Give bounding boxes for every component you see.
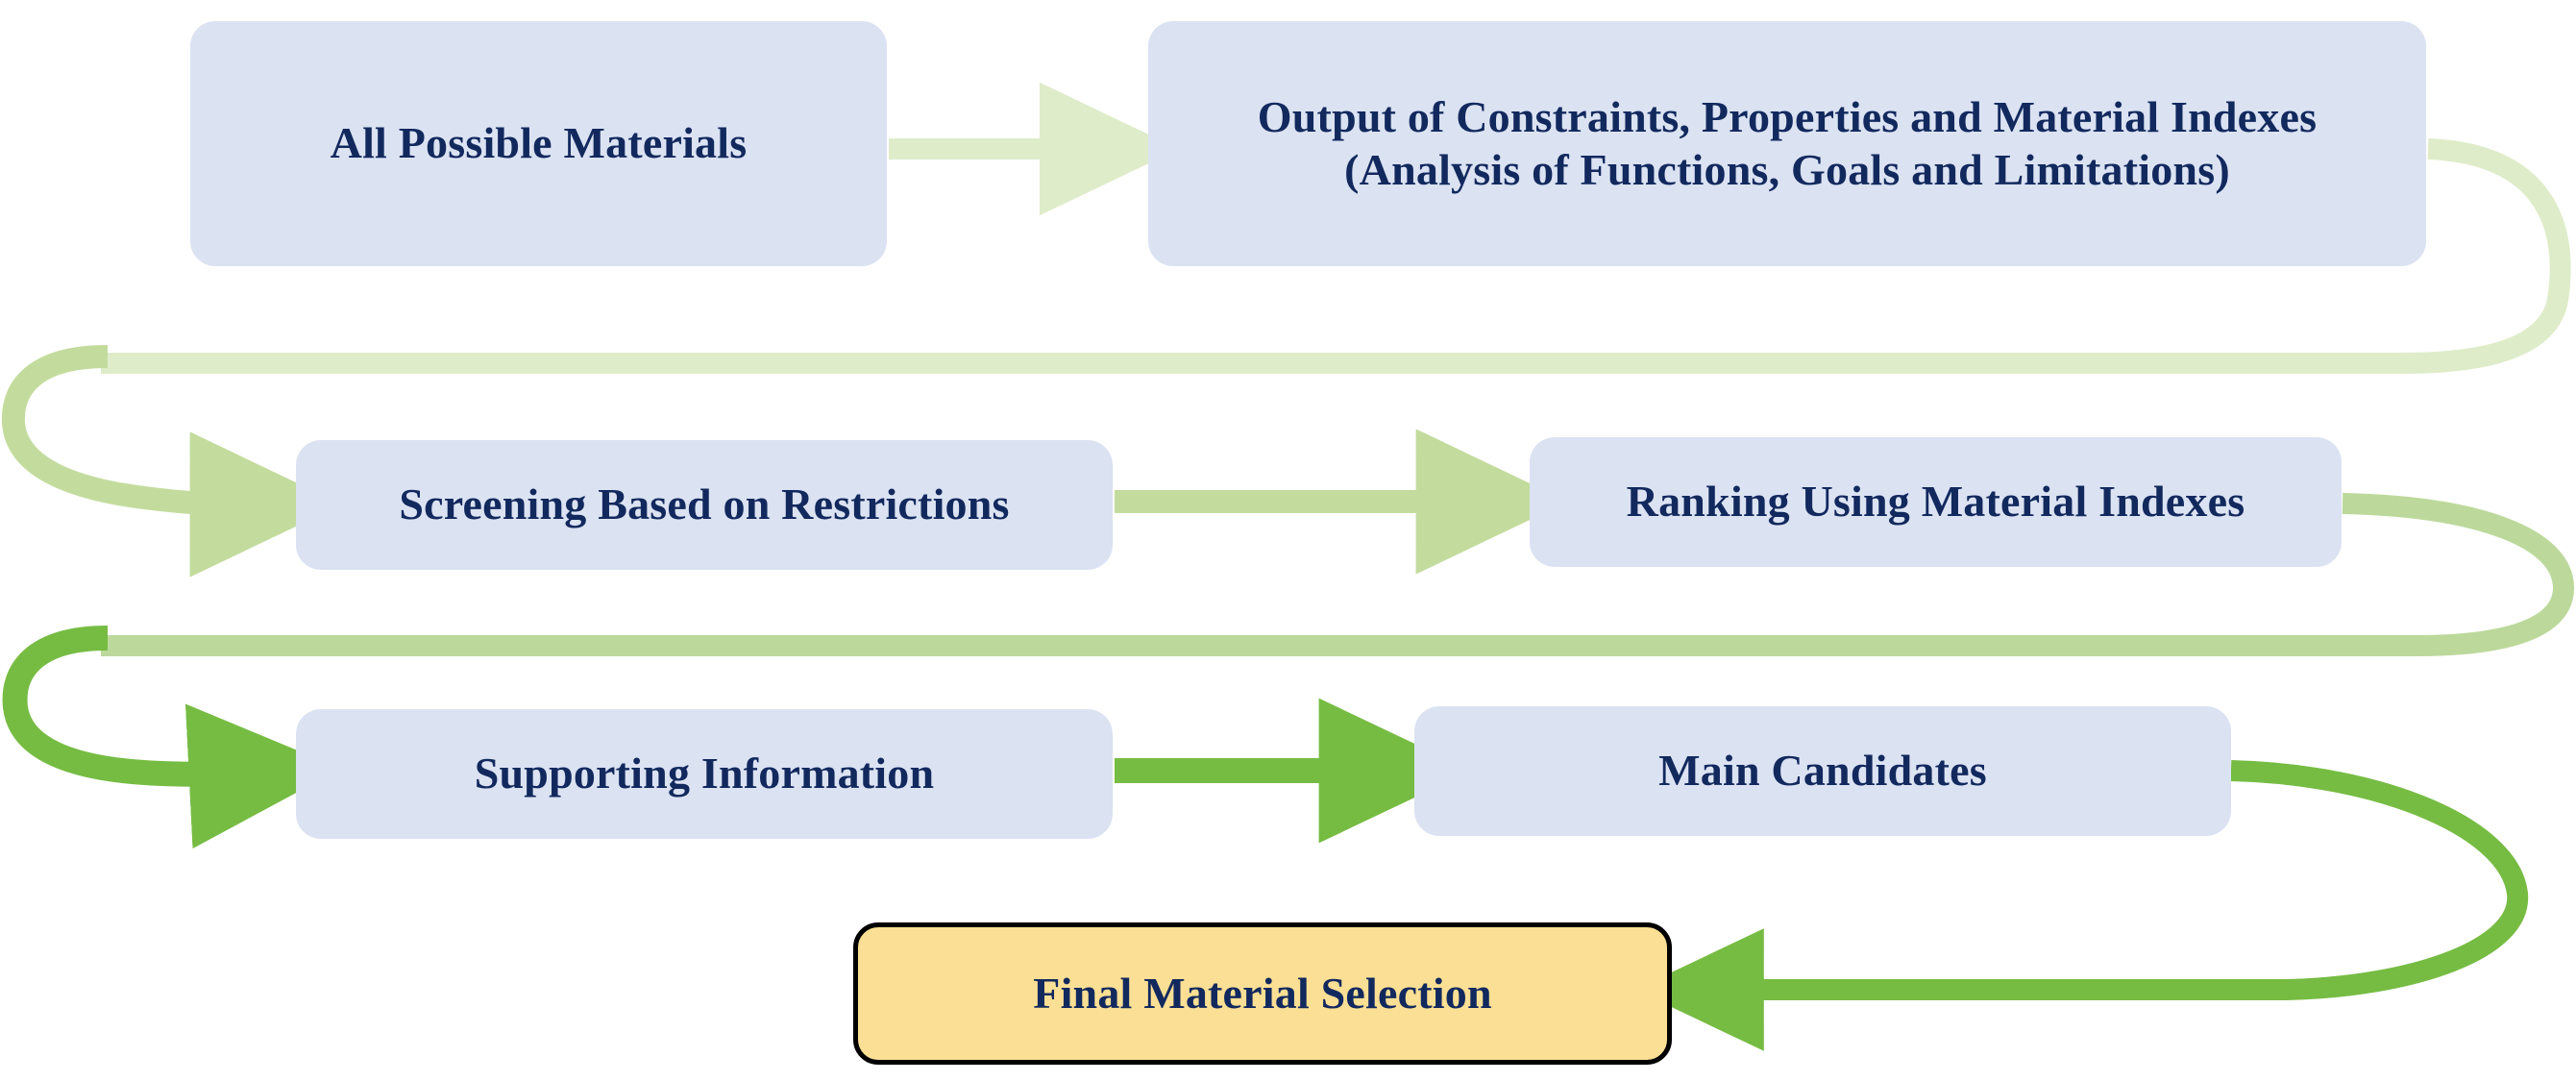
node-supporting-information[interactable]: Supporting Information [296, 709, 1113, 839]
node-screening-based-on-restrictions[interactable]: Screening Based on Restrictions [296, 440, 1113, 570]
node-main-candidates[interactable]: Main Candidates [1414, 706, 2231, 836]
node-label: Supporting Information [474, 749, 935, 798]
node-label: Screening Based on Restrictions [399, 479, 1010, 529]
node-label: Ranking Using Material Indexes [1626, 477, 2245, 527]
node-all-possible-materials[interactable]: All Possible Materials [190, 21, 887, 266]
node-final-material-selection[interactable]: Final Material Selection [853, 922, 1672, 1065]
node-label: Final Material Selection [1033, 968, 1492, 1018]
node-output-constraints[interactable]: Output of Constraints, Properties and Ma… [1148, 21, 2426, 266]
node-label: Output of Constraints, Properties and Ma… [1257, 92, 2318, 194]
node-label: Main Candidates [1658, 746, 1987, 796]
node-label: All Possible Materials [330, 118, 748, 168]
node-ranking-using-material-indexes[interactable]: Ranking Using Material Indexes [1530, 437, 2342, 567]
